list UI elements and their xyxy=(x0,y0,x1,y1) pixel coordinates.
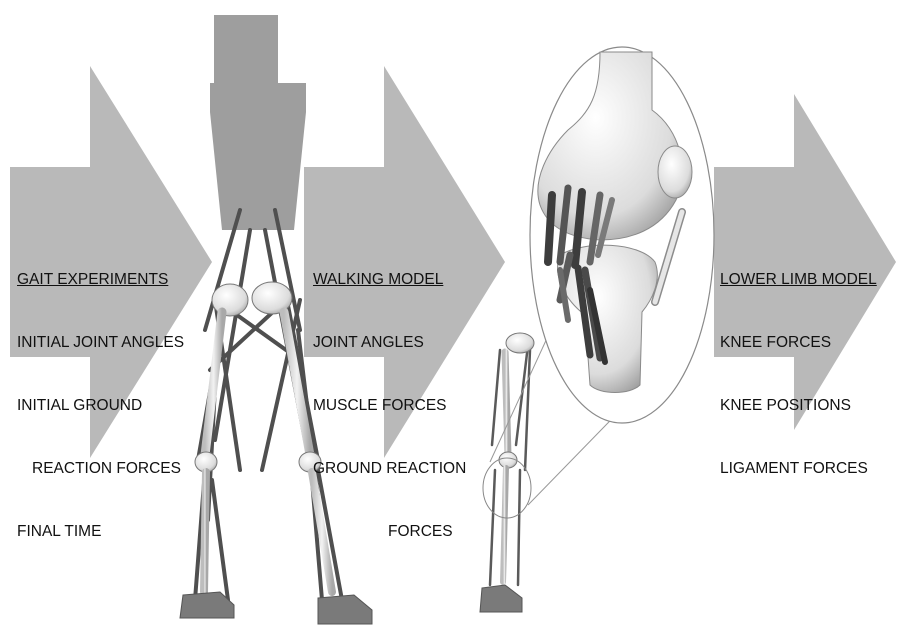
stage-2-line-3: GROUND REACTION xyxy=(313,458,466,479)
stage-2-heading: WALKING MODEL xyxy=(313,269,466,290)
stage-1-line-3: REACTION FORCES xyxy=(17,458,184,479)
stage-3-line-3: LIGAMENT FORCES xyxy=(720,458,877,479)
knee-joint-inset-icon xyxy=(530,47,714,423)
stage-2-label: WALKING MODEL JOINT ANGLES MUSCLE FORCES… xyxy=(313,227,466,563)
stage-1-line-2: INITIAL GROUND xyxy=(17,395,184,416)
stage-1-line-4: FINAL TIME xyxy=(17,521,184,542)
stage-2-line-4: FORCES xyxy=(313,521,466,542)
stage-2-line-1: JOINT ANGLES xyxy=(313,332,466,353)
stage-1-heading: GAIT EXPERIMENTS xyxy=(17,269,184,290)
stage-1-line-1: INITIAL JOINT ANGLES xyxy=(17,332,184,353)
stage-1-label: GAIT EXPERIMENTS INITIAL JOINT ANGLES IN… xyxy=(17,227,184,563)
stage-2-line-2: MUSCLE FORCES xyxy=(313,395,466,416)
stage-3-heading: LOWER LIMB MODEL xyxy=(720,269,877,290)
stage-3-line-2: KNEE POSITIONS xyxy=(720,395,877,416)
stage-3-label: LOWER LIMB MODEL KNEE FORCES KNEE POSITI… xyxy=(720,227,877,500)
torso-block xyxy=(210,15,306,230)
stage-3-line-1: KNEE FORCES xyxy=(720,332,877,353)
